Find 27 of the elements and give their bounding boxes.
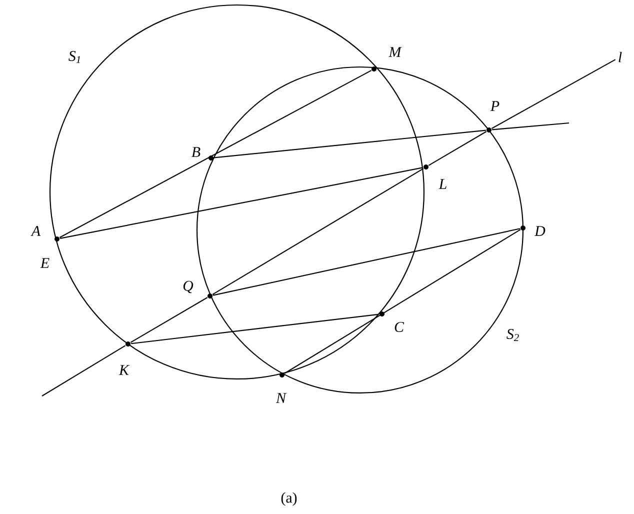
line-segment [214, 130, 486, 158]
line-segment [212, 168, 424, 295]
caption: (a) [281, 492, 297, 506]
line-segment [284, 229, 521, 374]
point-label: L [438, 179, 446, 189]
point-label: E [40, 258, 50, 268]
point-label: K [118, 365, 130, 375]
point-label: P [490, 101, 500, 111]
point-label: M [388, 47, 402, 57]
line-segment [130, 314, 380, 344]
line-segment [130, 297, 208, 343]
line-segment [59, 70, 372, 238]
point-label: C [394, 322, 404, 332]
point-label: A [30, 226, 41, 236]
line-segment [491, 59, 616, 129]
point-label: l [618, 52, 622, 62]
line-segment [492, 122, 570, 130]
point-label: D [534, 226, 546, 236]
line-segment [212, 228, 520, 296]
line-segment [60, 167, 424, 239]
circle-label: S$_{2}$ [506, 328, 519, 341]
point-label: N [276, 393, 287, 403]
point-label: Q [183, 280, 194, 294]
line-segment [42, 345, 126, 396]
line-segment [428, 131, 487, 166]
point-label: B [192, 147, 200, 157]
circle-label: S$_{1}$ [68, 50, 80, 63]
